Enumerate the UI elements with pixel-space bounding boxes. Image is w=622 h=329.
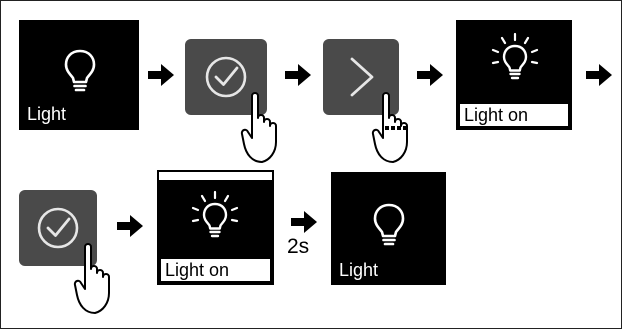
confirm-button[interactable]	[185, 39, 267, 115]
display-label: Light	[27, 104, 67, 124]
arrow-right-icon	[417, 64, 443, 86]
display-label: Light on	[458, 102, 570, 128]
check-circle-icon	[205, 56, 247, 98]
display-light: Light	[331, 172, 446, 285]
press-hold-hand-icon	[371, 92, 408, 163]
arrow-right-icon	[285, 64, 311, 86]
arrow-right-icon	[586, 64, 612, 86]
arrow-right-icon	[148, 64, 174, 86]
check-circle-icon	[37, 207, 79, 249]
bulb-on-icon	[191, 190, 239, 238]
bulb-off-icon	[373, 203, 405, 246]
tap-hand-icon	[240, 92, 277, 163]
bulb-off-icon	[64, 49, 96, 92]
display-label: Light	[339, 260, 379, 280]
chevron-right-icon	[350, 57, 374, 97]
display-top-strip	[159, 172, 272, 180]
display-light: Light	[19, 20, 139, 130]
timer-label: 2s	[287, 235, 310, 258]
display-light-on: Light on	[456, 20, 572, 130]
bulb-on-icon	[491, 32, 539, 80]
tap-hand-icon	[73, 243, 110, 314]
display-label: Light on	[159, 257, 272, 283]
arrow-right-icon	[291, 211, 317, 233]
display-light-on: Light on	[157, 170, 274, 285]
arrow-right-icon	[117, 215, 143, 237]
